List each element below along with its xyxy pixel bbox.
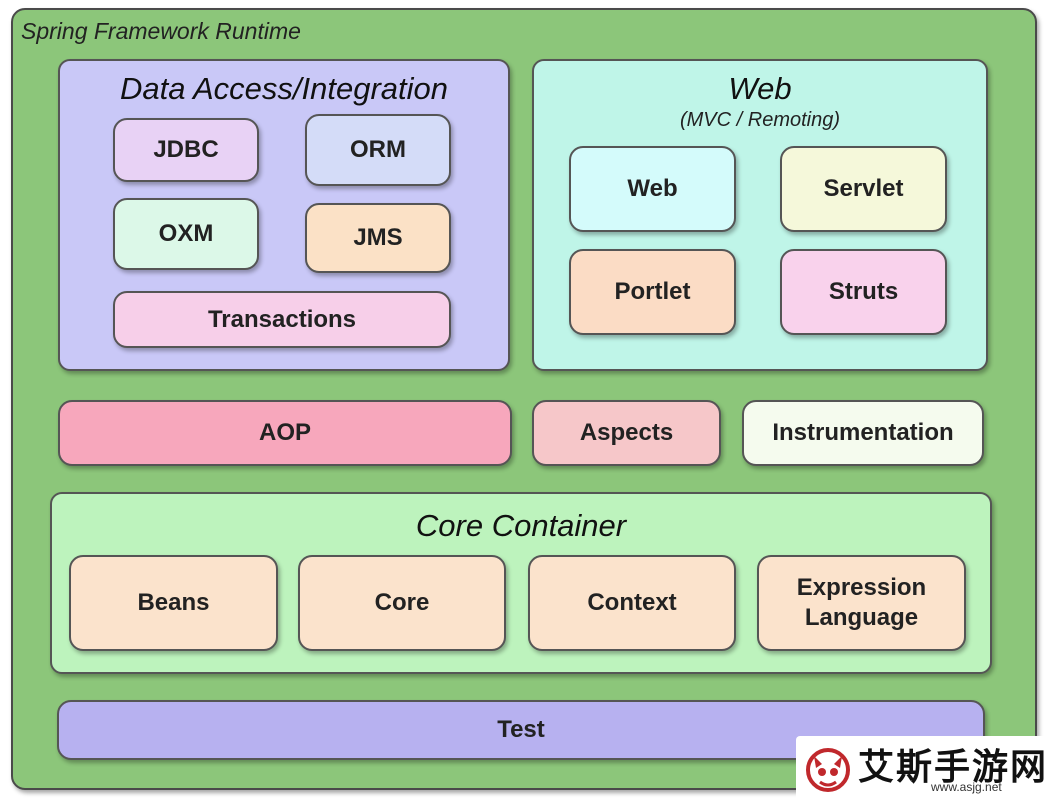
struts-box: Struts [780, 249, 947, 335]
orm-box: ORM [305, 114, 451, 186]
watermark-url: www.asjg.net [931, 780, 1002, 794]
oxm-box: OXM [113, 198, 259, 270]
runtime-title: Spring Framework Runtime [21, 18, 301, 44]
transactions-box: Transactions [113, 291, 451, 348]
data-access-title: Data Access/Integration [120, 71, 448, 106]
web-box: Web [569, 146, 736, 232]
fox-logo-icon [806, 748, 850, 792]
beans-box: Beans [69, 555, 278, 651]
web-title: Web [728, 71, 792, 106]
jdbc-box: JDBC [113, 118, 259, 182]
watermark: 艾斯手游网 www.asjg.net [796, 736, 1046, 800]
core-container-title: Core Container [415, 508, 627, 543]
context-box: Context [528, 555, 736, 651]
expression-language-box: Expression Language [757, 555, 966, 651]
aspects-box: Aspects [532, 400, 721, 466]
portlet-box: Portlet [569, 249, 736, 335]
core-box: Core [298, 555, 506, 651]
watermark-text: 艾斯手游网 [858, 746, 1046, 787]
aop-box: AOP [58, 400, 512, 466]
web-subtitle: (MVC / Remoting) [679, 109, 841, 131]
instrumentation-box: Instrumentation [742, 400, 984, 466]
jms-box: JMS [305, 203, 451, 273]
servlet-box: Servlet [780, 146, 947, 232]
